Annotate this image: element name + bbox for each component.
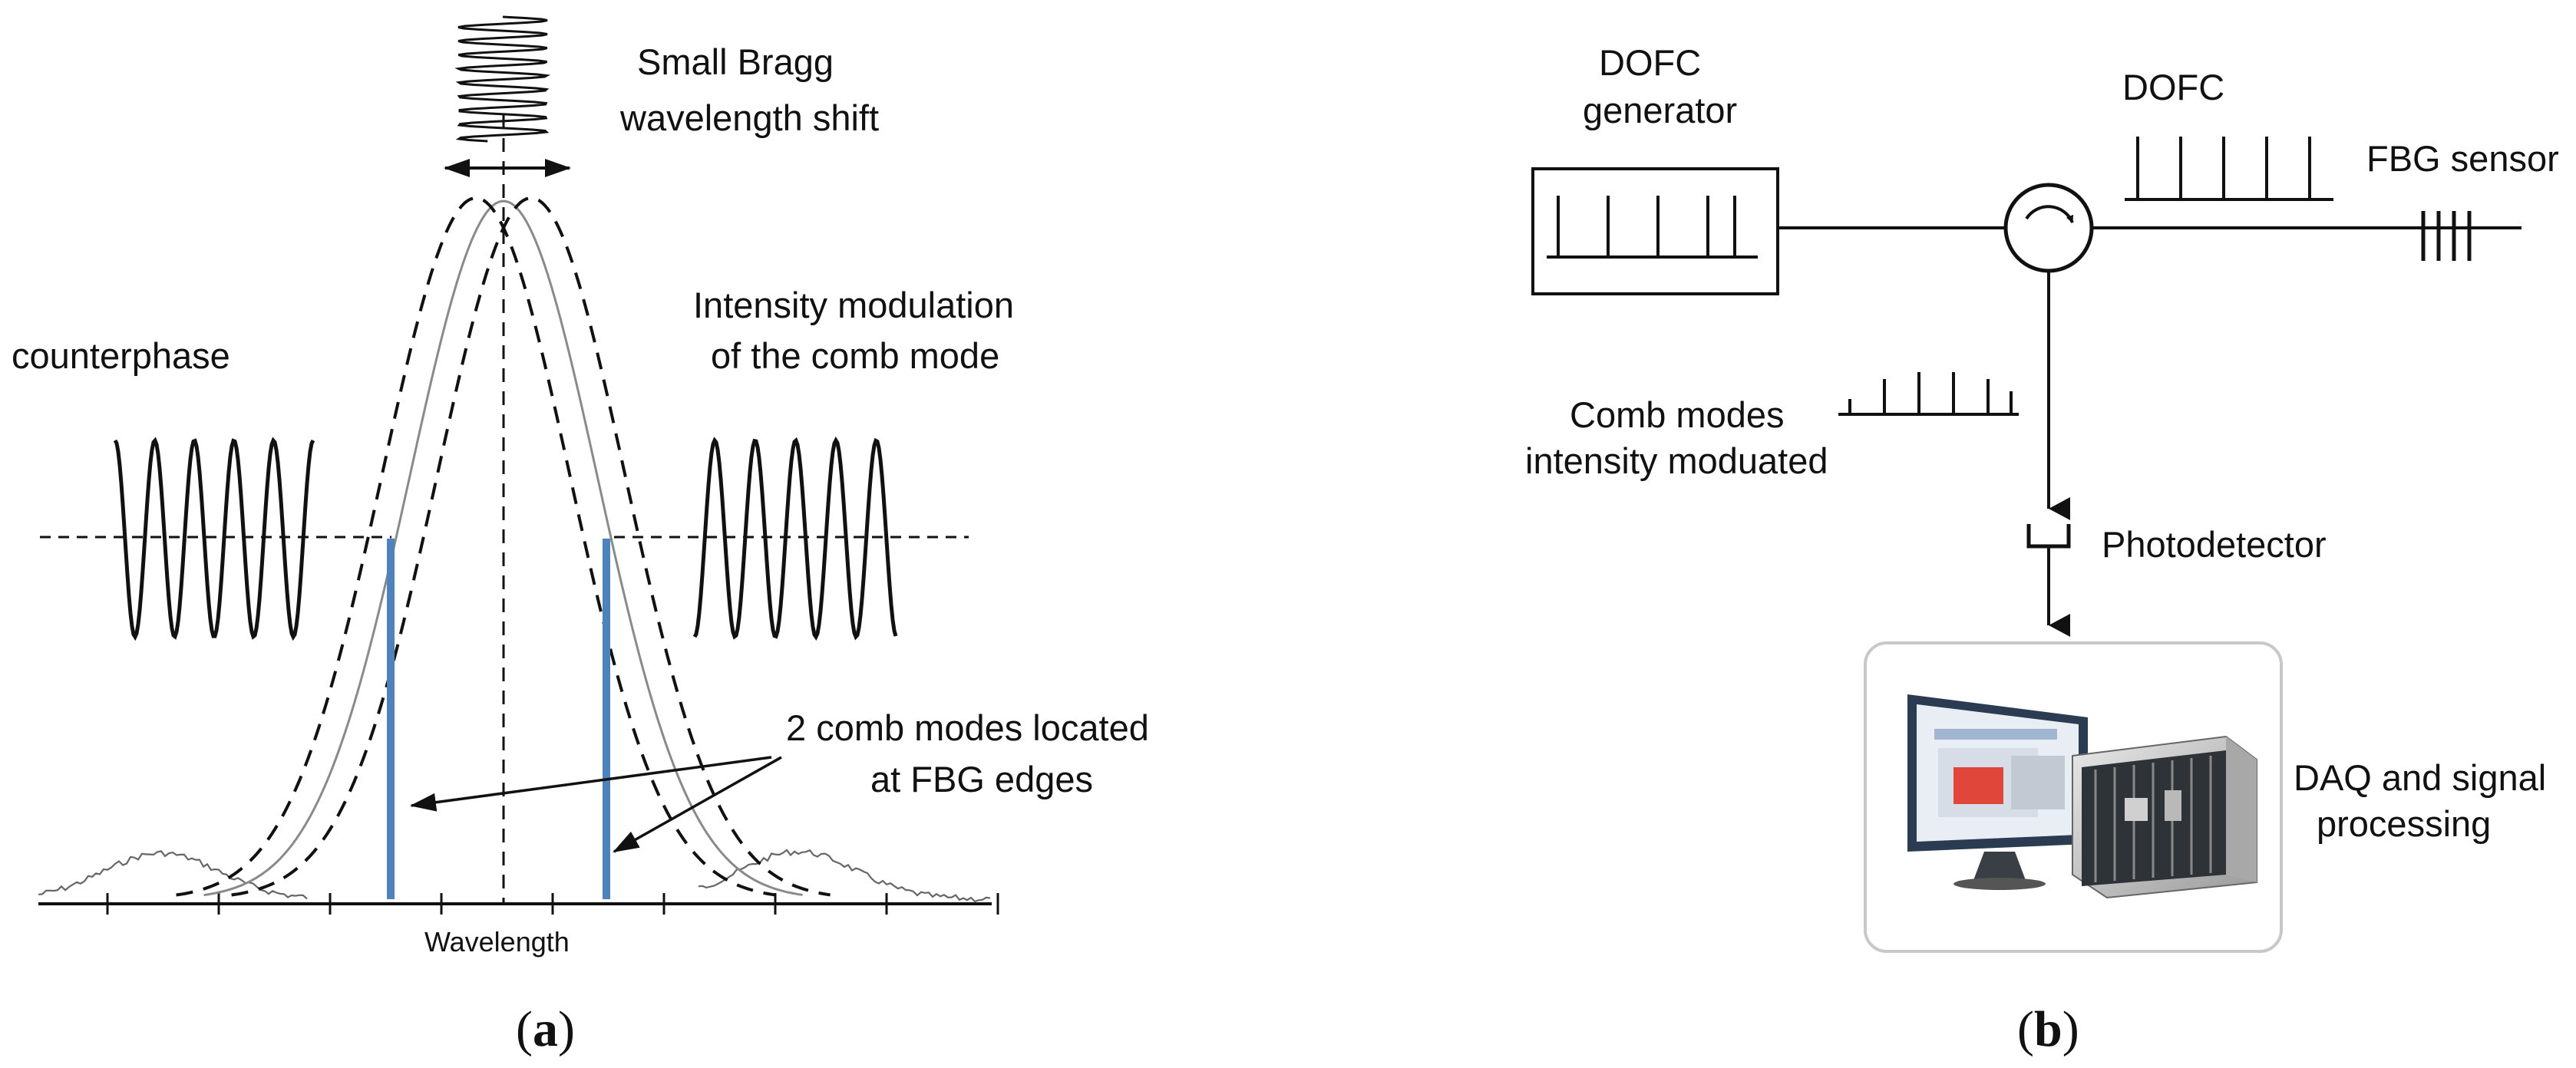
dofc-label: DOFC	[2122, 67, 2224, 107]
photodetector-label: Photodetector	[2102, 524, 2327, 565]
shifted-peak-left	[176, 196, 775, 897]
generator-comb-icon	[1547, 196, 1758, 259]
panel-b: DOFC generator DOFC FBG sensor Comb mode…	[1525, 42, 2559, 1057]
daq-label-line1: DAQ and signal	[2294, 757, 2546, 798]
comb-pointer-arrow-right	[613, 756, 782, 853]
comb-label-line1: 2 comb modes located	[786, 707, 1149, 748]
fbg-grating-icon	[2421, 211, 2472, 261]
comb-modes-label-line2: intensity moduated	[1525, 440, 1828, 481]
comb-label-line2: at FBG edges	[870, 759, 1093, 799]
panel-b-caption: (b)	[2017, 1001, 2079, 1057]
bragg-label-line2: wavelength shift	[619, 97, 879, 138]
dofc-generator-box	[1531, 167, 1779, 295]
intensity-oscillation-icon	[692, 436, 898, 641]
modulated-comb-icon	[1838, 372, 2019, 416]
generator-label-line2: generator	[1583, 90, 1737, 130]
intensity-label-line1: Intensity modulation	[693, 285, 1014, 325]
fbg-sensor-label: FBG sensor	[2366, 138, 2559, 179]
photodetector-icon	[2026, 524, 2071, 549]
circulator-arrow-icon	[2025, 205, 2074, 223]
intensity-label-line2: of the comb mode	[711, 335, 999, 376]
shifted-peak-right	[231, 196, 831, 897]
panel-a: Small Bragg wavelength shift counterphas…	[12, 15, 1149, 1057]
fbg-spectrum-sidelobes	[38, 849, 991, 903]
bragg-label-line1: Small Bragg	[637, 41, 834, 82]
axis-ticks	[106, 893, 999, 915]
dofc-comb-icon	[2125, 137, 2333, 201]
panel-a-caption: (a)	[516, 1001, 575, 1057]
circulator-icon	[2003, 183, 2094, 273]
comb-modes-label-line1: Comb modes	[1570, 394, 1785, 435]
bragg-oscillation-icon	[454, 15, 551, 143]
daq-system-icon	[1907, 694, 2257, 899]
comb-pointer-arrow-left	[410, 756, 772, 812]
generator-label-line1: DOFC	[1599, 42, 1701, 83]
daq-label-line2: processing	[2317, 803, 2491, 844]
fbg-reflection-peak	[203, 199, 803, 897]
counterphase-oscillation-icon	[113, 437, 315, 641]
counterphase-label: counterphase	[12, 335, 230, 376]
wavelength-axis-label: Wavelength	[424, 926, 570, 958]
